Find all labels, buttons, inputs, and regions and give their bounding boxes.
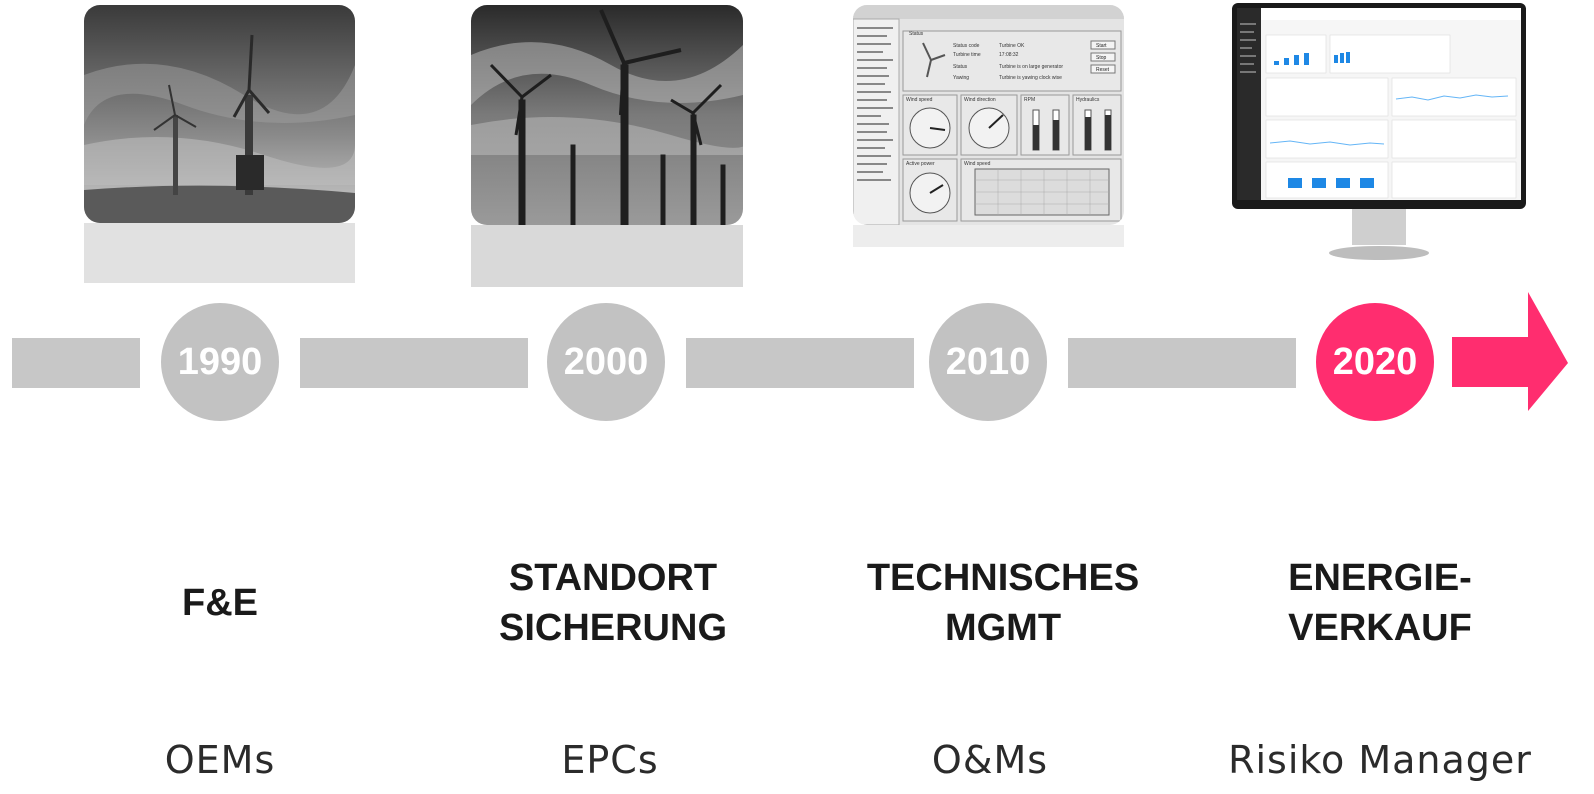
scada-status-val-2: Turbine is on large generator xyxy=(999,64,1063,70)
heading-2010-line-1: TECHNISCHES xyxy=(866,557,1140,599)
year-node-1990: 1990 xyxy=(155,297,285,427)
timeline-arrow-icon xyxy=(1452,292,1568,411)
scada-panel-wind-speed-chart: Wind speed xyxy=(964,161,991,167)
scada-status-val-3: Turbine is yawing clock wise xyxy=(999,75,1062,81)
scada-panel-hydraulics: Hydraulics xyxy=(1076,97,1100,103)
scada-panel-active-power: Active power xyxy=(906,161,935,167)
timeline-bar-segment-2 xyxy=(686,338,914,388)
year-node-2000: 2000 xyxy=(541,297,671,427)
scada-status-row-2: Status xyxy=(953,64,968,70)
heading-2010-line-2: MGMT xyxy=(944,607,1062,649)
dashboard-monitor-2020 xyxy=(1232,3,1526,265)
role-2010: O&Ms xyxy=(931,738,1049,782)
photo-1990 xyxy=(84,5,355,223)
scada-status-row-3: Yawing xyxy=(953,75,969,81)
heading-2000-line-2: SICHERUNG xyxy=(498,607,728,649)
photo-2000-reflection xyxy=(471,225,743,287)
heading-2020-line-1: ENERGIE- xyxy=(1288,557,1472,599)
scada-status-title: Status xyxy=(909,31,924,37)
scada-panel-wind-speed: Wind speed xyxy=(906,97,933,103)
timeline-bar-segment-1 xyxy=(300,338,528,388)
scada-panel-wind-direction: Wind direction xyxy=(964,97,996,103)
timeline-bar-segment-0 xyxy=(12,338,140,388)
photo-2000 xyxy=(471,5,743,225)
year-node-2020: 2020 xyxy=(1310,297,1440,427)
scada-screenshot-2010: Status Status code Turbine OK Turbine ti… xyxy=(853,5,1124,225)
scada-status-val-1: 17:08:32 xyxy=(999,52,1019,58)
scada-panel-rpm: RPM xyxy=(1024,97,1035,103)
heading-1990: F&E xyxy=(60,578,380,628)
heading-2020-line-2: VERKAUF xyxy=(1288,607,1472,649)
scada-start-button: Start xyxy=(1096,43,1107,49)
scada-stop-button: Stop xyxy=(1096,55,1107,61)
heading-1990-line-1: F&E xyxy=(182,582,258,624)
timeline-bar-segment-3 xyxy=(1068,338,1296,388)
role-2020: Risiko Manager xyxy=(1228,738,1532,782)
scada-status-row-0: Status code xyxy=(953,43,980,49)
role-2000: EPCs xyxy=(561,738,659,782)
scada-status-val-0: Turbine OK xyxy=(999,43,1025,49)
scada-screenshot-reflection xyxy=(853,225,1124,247)
heading-2010: TECHNISCHES MGMT xyxy=(843,553,1163,653)
year-node-2010: 2010 xyxy=(923,297,1053,427)
heading-2000-line-1: STANDORT xyxy=(508,557,718,599)
heading-2020: ENERGIE- VERKAUF xyxy=(1220,553,1540,653)
scada-reset-button: Reset xyxy=(1096,67,1110,73)
role-1990: OEMs xyxy=(164,738,276,782)
heading-2000: STANDORT SICHERUNG xyxy=(453,553,773,653)
photo-1990-reflection xyxy=(84,223,355,283)
scada-status-row-1: Turbine time xyxy=(953,52,981,58)
